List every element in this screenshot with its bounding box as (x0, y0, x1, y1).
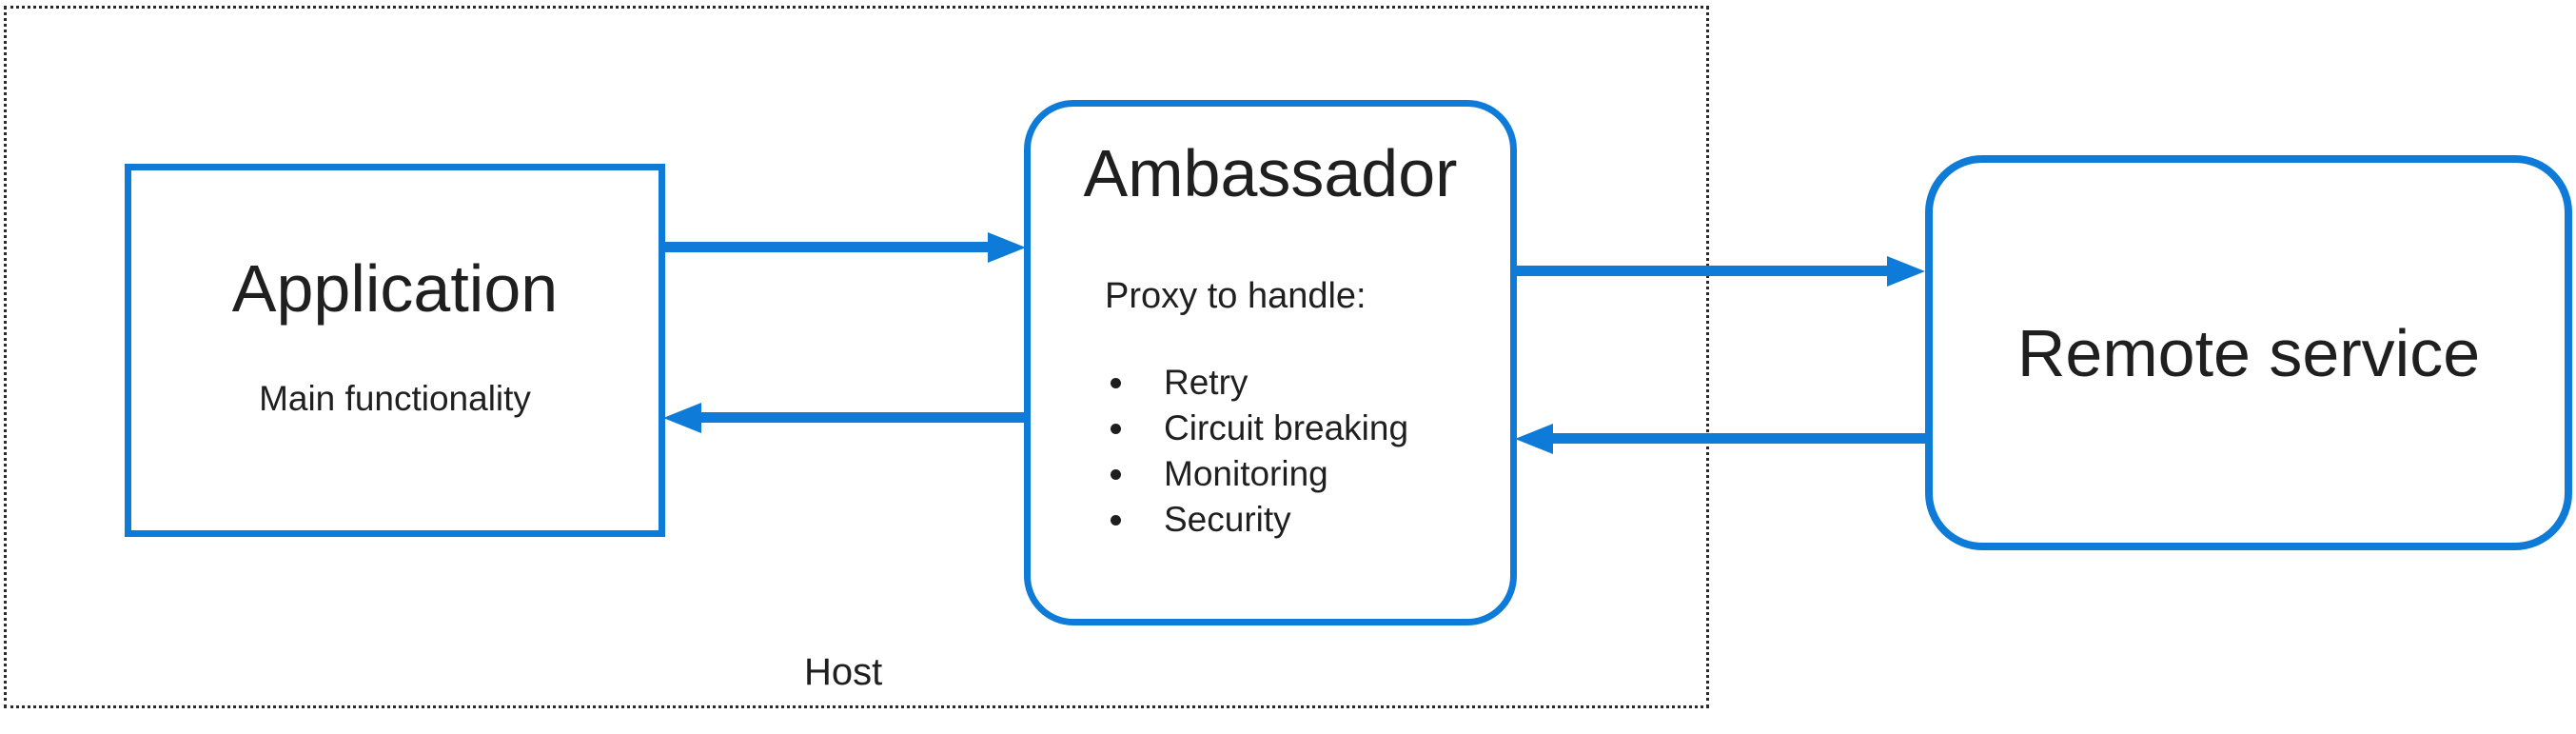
application-node: Application Main functionality (125, 164, 665, 537)
list-item: Retry (1111, 360, 1408, 406)
remote-service-title: Remote service (2016, 315, 2481, 390)
bullet-label: Circuit breaking (1164, 408, 1409, 447)
host-label: Host (804, 651, 883, 693)
list-item: Monitoring (1111, 451, 1408, 497)
arrow-shaft (1553, 433, 1927, 444)
ambassador-bullet-list: Retry Circuit breaking Monitoring Securi… (1031, 360, 1408, 543)
bullet-label: Retry (1164, 363, 1249, 402)
arrow-shaft (663, 242, 990, 252)
bullet-icon (1111, 468, 1121, 480)
arrow-left-icon (663, 403, 701, 433)
application-title: Application (231, 251, 559, 326)
ambassador-title: Ambassador (1083, 136, 1458, 210)
list-item: Circuit breaking (1111, 406, 1408, 451)
bullet-icon (1111, 377, 1121, 388)
remote-service-node: Remote service (1925, 155, 2572, 550)
arrow-left-icon (1515, 424, 1553, 454)
bullet-icon (1111, 423, 1121, 434)
arrow-shaft (701, 412, 1028, 423)
arrow-shaft (1515, 266, 1889, 276)
application-subtitle: Main functionality (259, 379, 531, 418)
bullet-label: Security (1164, 500, 1291, 539)
bullet-icon (1111, 514, 1121, 526)
bullet-label: Monitoring (1164, 454, 1328, 493)
ambassador-intro: Proxy to handle: (1105, 276, 1367, 316)
ambassador-node: Ambassador Proxy to handle: Retry Circui… (1024, 100, 1517, 625)
arrow-right-icon (1887, 256, 1925, 287)
host-boundary (4, 6, 1709, 708)
list-item: Security (1111, 497, 1408, 543)
arrow-right-icon (988, 232, 1026, 263)
